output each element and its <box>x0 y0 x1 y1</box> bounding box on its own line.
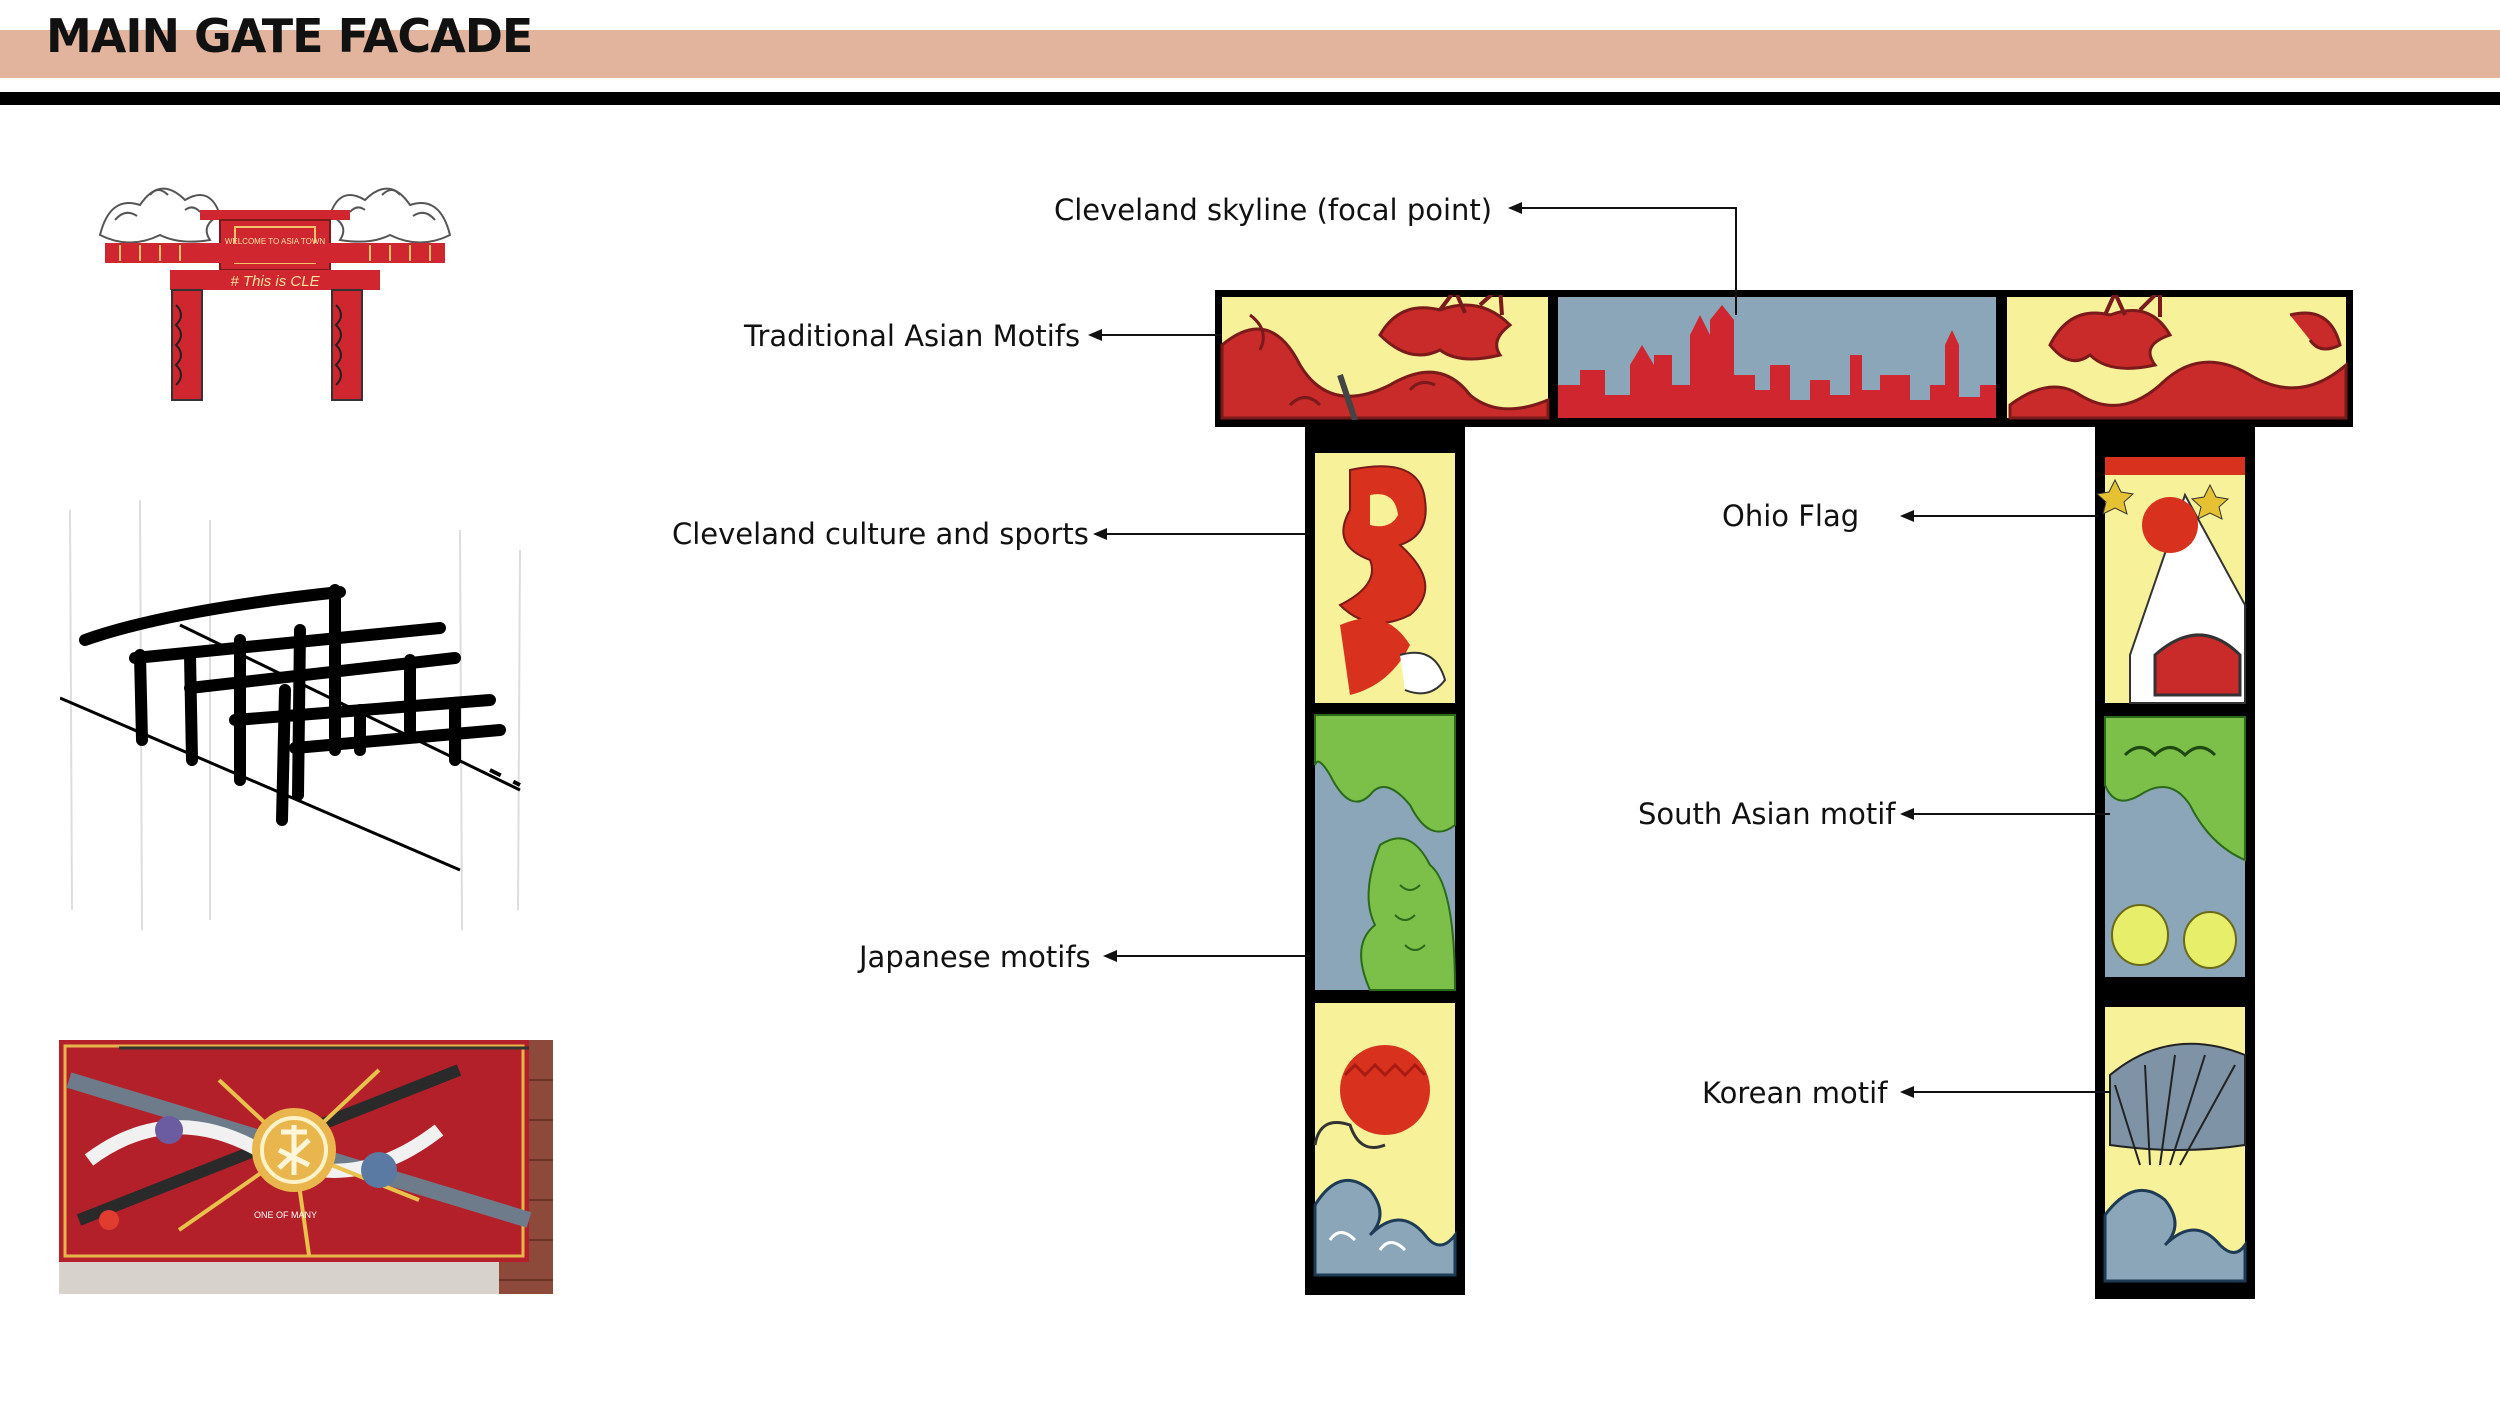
callout-asian-motifs: Traditional Asian Motifs <box>744 319 1081 353</box>
beam-panel-right <box>2007 295 2348 420</box>
arrow-left-icon <box>1900 808 1914 820</box>
fan-icon <box>2109 1042 2246 1166</box>
wave-icon <box>1313 1179 1457 1277</box>
arrow-left-icon <box>1093 528 1107 540</box>
callout-ohio-flag: Ohio Flag <box>1722 499 1860 533</box>
column-left-panel-sports <box>1315 453 1455 703</box>
arrow-left-icon <box>1900 510 1914 522</box>
gate-concept-sketch: WELCOME TO ASIA TOWN # This is CLE <box>98 187 452 401</box>
arrow-left-icon <box>1088 329 1102 341</box>
dragon-icon <box>1220 295 1550 420</box>
callout-korean: Korean motif <box>1702 1076 1888 1110</box>
existing-mural-photo: ONE OF MANY <box>59 1040 553 1294</box>
arrow-left-icon <box>1103 950 1117 962</box>
mural-text: ONE OF MANY <box>254 1210 317 1220</box>
gate-massing-sketch <box>60 499 521 930</box>
dragon-icon <box>2008 295 2348 420</box>
column-right-panel-south-asian <box>2104 716 2246 977</box>
callout-japanese: Japanese motifs <box>859 940 1091 974</box>
wave-icon <box>2103 1189 2247 1283</box>
arrow-left-icon <box>1900 1086 1914 1098</box>
callout-south-asian: South Asian motif <box>1638 797 1896 831</box>
gate-sketch-sign: WELCOME TO ASIA TOWN <box>225 237 326 246</box>
arrow-left-icon <box>1508 202 1522 214</box>
title-rule <box>0 92 2500 105</box>
gate-facade-elevation <box>1215 290 2353 1299</box>
chinese-lantern-icon <box>1340 1045 1430 1135</box>
page-title: MAIN GATE FACADE <box>46 9 533 63</box>
callout-skyline: Cleveland skyline (focal point) <box>1054 193 1493 227</box>
chinese-lantern-icon <box>2111 904 2237 969</box>
column-left-panel-japanese <box>1314 714 1457 991</box>
title-banner <box>0 30 2500 78</box>
callout-culture-sports: Cleveland culture and sports <box>672 517 1089 551</box>
column-right-panel-korean <box>2103 1007 2247 1283</box>
beam-panel-left <box>1220 295 1550 420</box>
gate-sketch-hashtag: # This is CLE <box>230 273 320 290</box>
column-left-panel-waves <box>1313 1003 1457 1277</box>
beam-panel-skyline <box>1558 297 1996 418</box>
column-right-panel-ohio <box>2095 457 2246 704</box>
